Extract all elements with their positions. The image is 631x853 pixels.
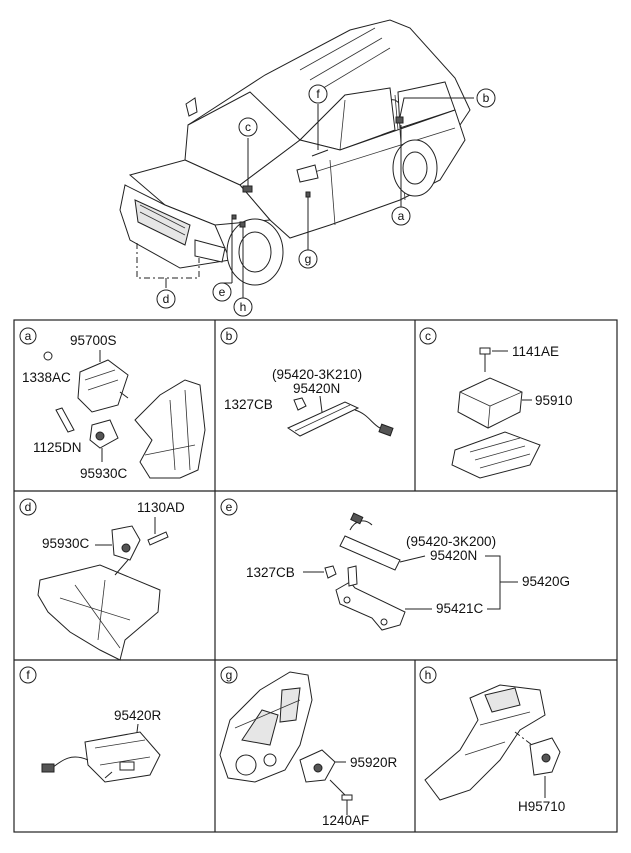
part-label-95420-3k210: (95420-3K210) — [272, 367, 362, 382]
part-label-h95710: H95710 — [518, 799, 565, 814]
svg-text:f: f — [26, 668, 30, 682]
part-label-95920r: 95920R — [350, 755, 398, 770]
svg-text:c: c — [425, 329, 431, 343]
part-label-95420r: 95420R — [114, 708, 162, 723]
panel-h: h H95710 — [419, 666, 565, 814]
svg-text:c: c — [245, 120, 251, 134]
panel-grid — [13, 319, 618, 833]
part-label-1130ad: 1130AD — [137, 500, 185, 515]
part-label-95930c-front: 95930C — [42, 536, 90, 551]
part-label-95930c: 95930C — [80, 466, 128, 481]
svg-text:a: a — [398, 209, 405, 223]
callout-leaders — [136, 97, 474, 298]
callout-b[interactable]: b — [476, 88, 496, 108]
svg-text:d: d — [163, 292, 170, 306]
svg-text:a: a — [25, 329, 32, 343]
svg-text:f: f — [316, 87, 320, 101]
svg-text:e: e — [226, 500, 233, 514]
part-label-95420n-e: 95420N — [430, 548, 477, 563]
callout-h[interactable]: h — [233, 297, 253, 317]
part-label-1338ac: 1338AC — [22, 370, 71, 385]
part-label-1327cb-e: 1327CB — [246, 565, 295, 580]
panel-c: c 1141AE 95910 — [419, 327, 573, 479]
svg-text:h: h — [425, 668, 432, 682]
svg-text:g: g — [305, 252, 312, 266]
panel-b: b (95420-3K210) 95420N 1327CB — [220, 327, 394, 437]
callout-e[interactable]: e — [212, 282, 232, 302]
part-label-1125dn: 1125DN — [33, 440, 82, 455]
part-label-95420-3k200: (95420-3K200) — [406, 534, 496, 549]
part-label-1141ae: 1141AE — [512, 344, 559, 359]
part-label-95420g: 95420G — [522, 574, 570, 589]
svg-text:d: d — [25, 500, 32, 514]
part-label-95421c: 95421C — [436, 601, 484, 616]
panel-a: a 95700S 1338AC 1125DN 95930C — [19, 327, 206, 481]
part-label-1327cb: 1327CB — [224, 397, 273, 412]
callout-f[interactable]: f — [308, 84, 328, 104]
svg-text:e: e — [219, 285, 226, 299]
svg-text:b: b — [226, 329, 233, 343]
part-label-1240af: 1240AF — [322, 813, 369, 828]
svg-text:h: h — [240, 300, 247, 314]
part-label-95420n: 95420N — [293, 381, 340, 396]
svg-text:b: b — [483, 91, 490, 105]
callout-c[interactable]: c — [238, 117, 258, 137]
svg-text:g: g — [226, 668, 233, 682]
panel-d: d 1130AD 95930C — [19, 498, 185, 661]
callout-a[interactable]: a — [391, 206, 411, 226]
vehicle-illustration — [119, 19, 471, 286]
panel-e: e (95420-3K200) 95420N 1327CB 95420G 954… — [220, 498, 570, 631]
callout-g[interactable]: g — [298, 249, 318, 269]
panel-g: g 95920R 1240AF — [219, 666, 398, 828]
panel-f: f 95420R — [19, 666, 162, 783]
part-label-95910: 95910 — [535, 393, 573, 408]
callout-d[interactable]: d — [156, 289, 176, 309]
part-label-95700s: 95700S — [70, 333, 117, 348]
